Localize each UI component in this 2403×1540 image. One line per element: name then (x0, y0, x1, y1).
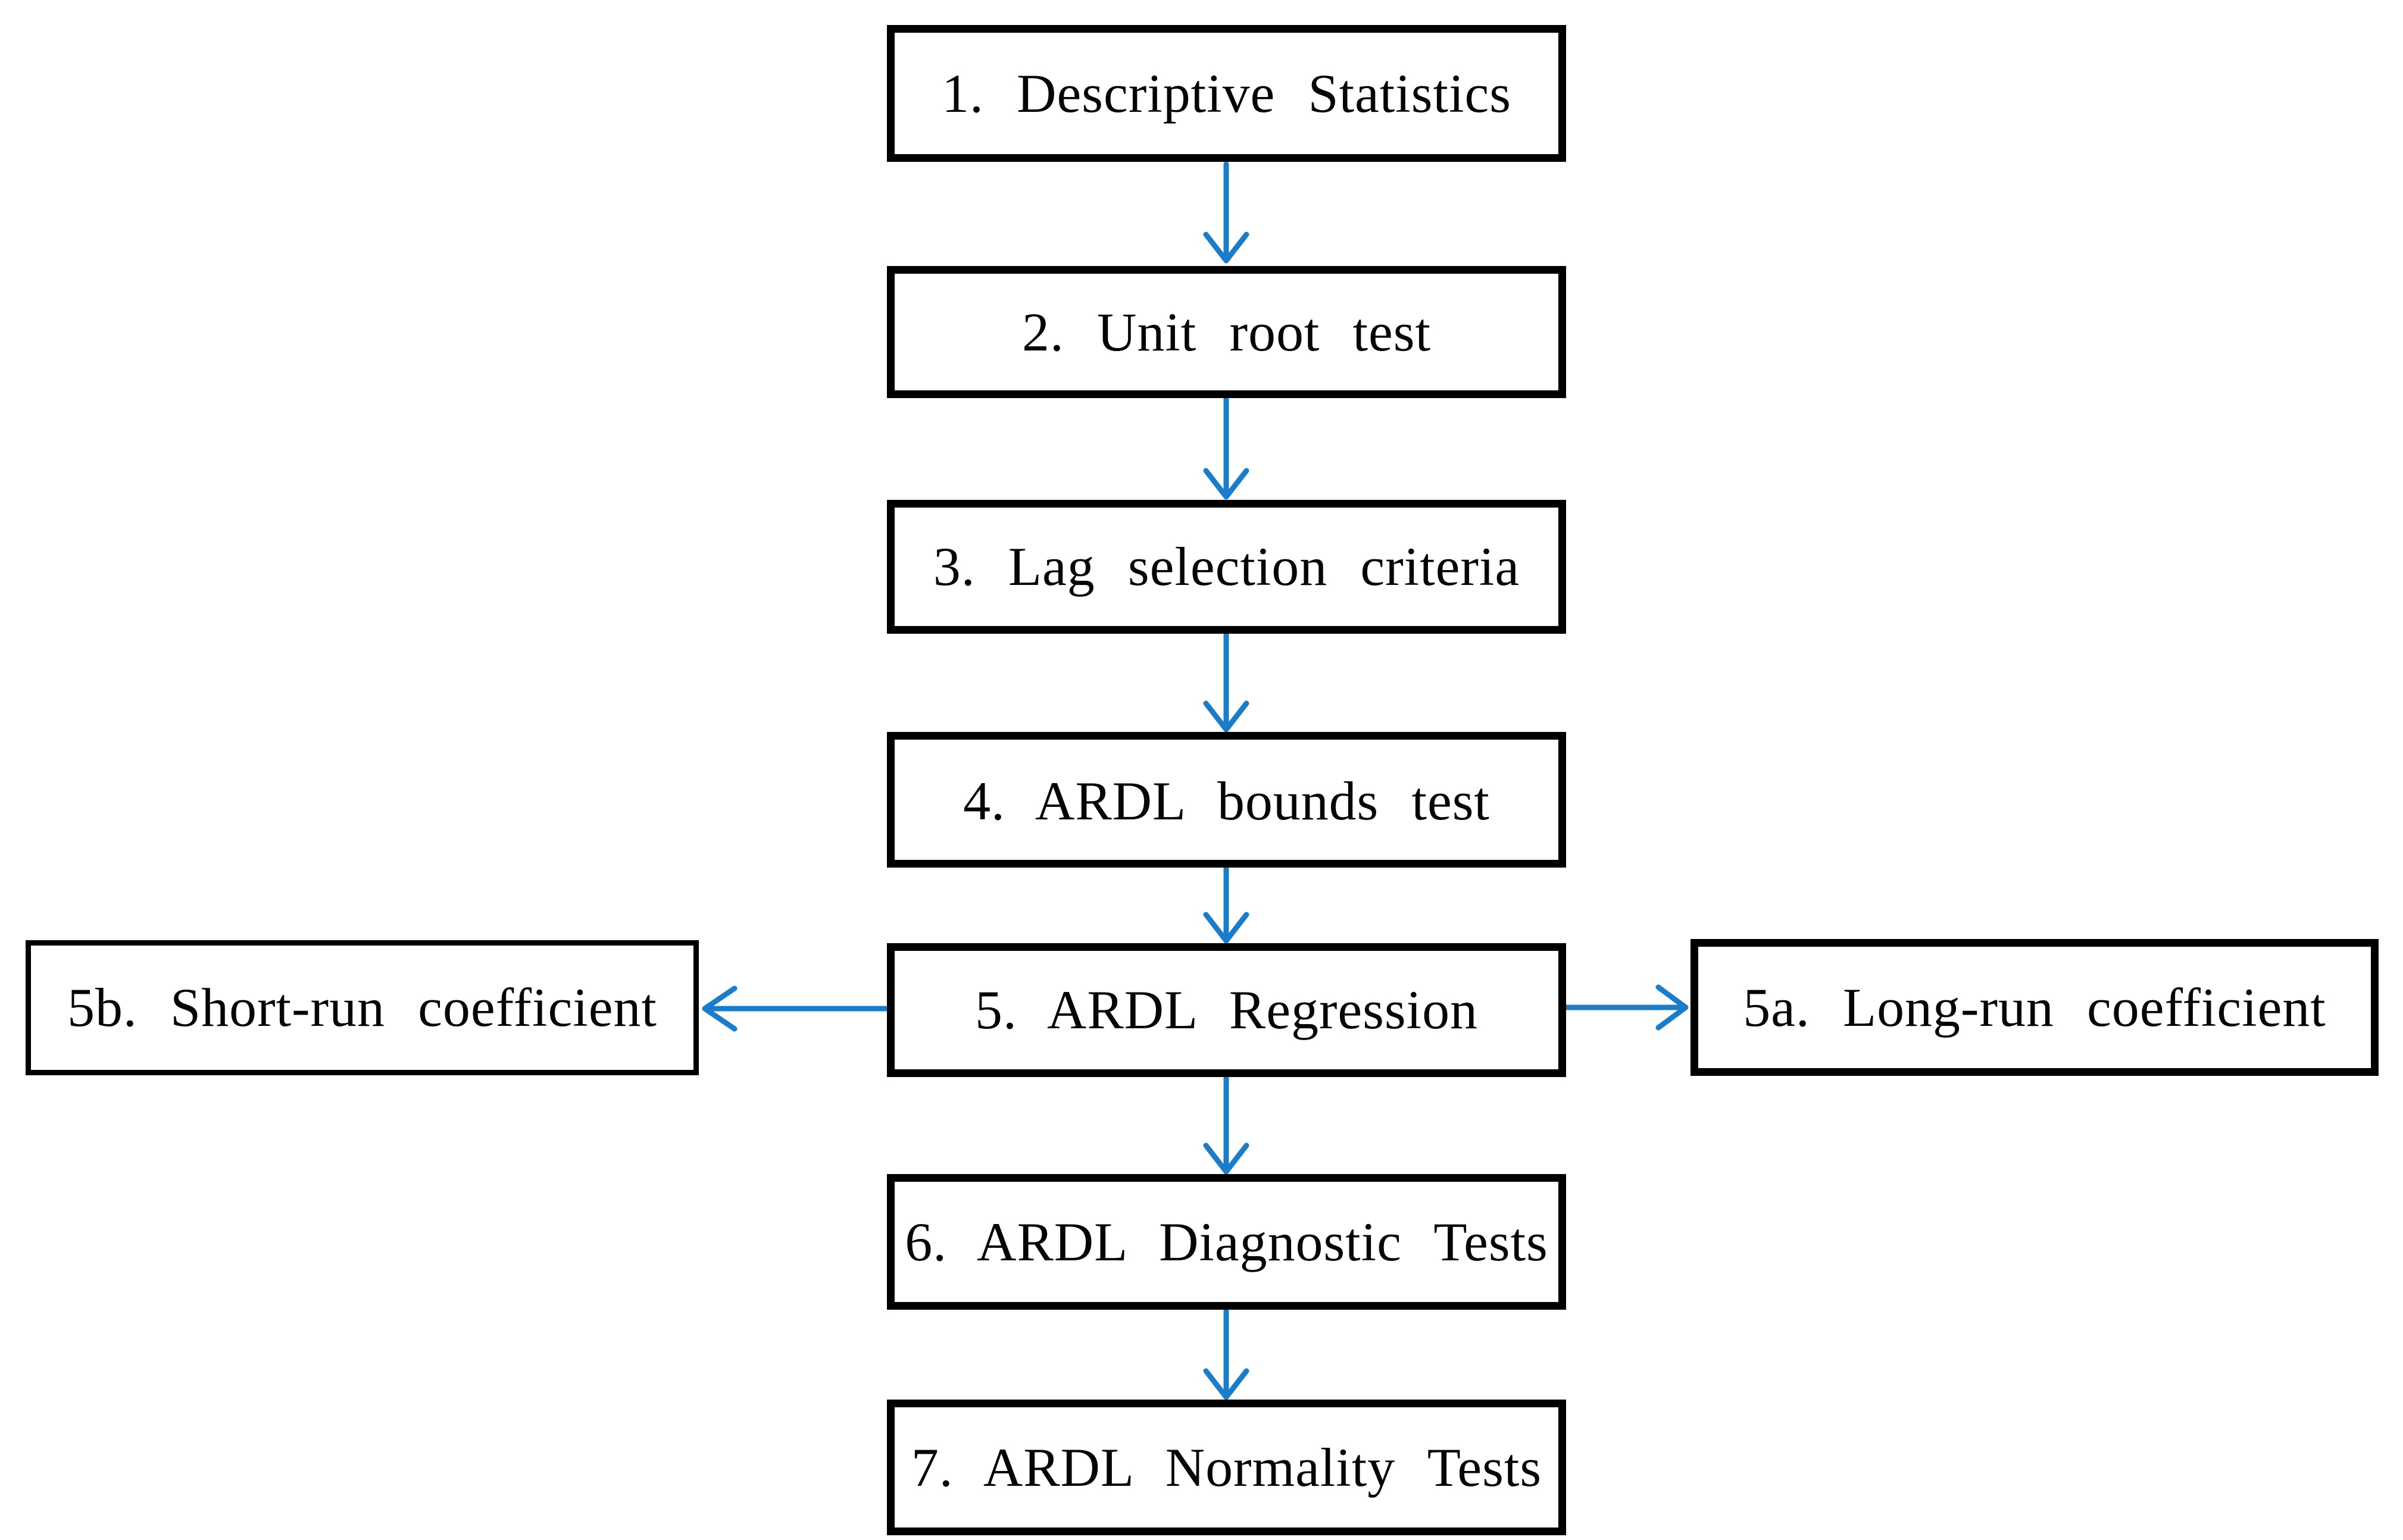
flow-box-ardl-normality-tests: 7. ARDL Normality Tests (887, 1400, 1566, 1535)
flow-box-lag-selection-criteria: 3. Lag selection criteria (887, 500, 1566, 634)
arrow-box1-to-box2 (1203, 161, 1249, 264)
flow-box-ardl-bounds-test: 4. ARDL bounds test (887, 732, 1566, 868)
flow-box-short-run-coefficient: 5b. Short-run coefficient (26, 940, 699, 1075)
flow-box-label: 2. Unit root test (1022, 301, 1431, 362)
arrow-box2-to-box3 (1203, 396, 1249, 500)
flow-box-label: 6. ARDL Diagnostic Tests (905, 1211, 1548, 1272)
flow-box-label: 3. Lag selection criteria (933, 536, 1520, 597)
flow-box-label: 4. ARDL bounds test (963, 771, 1490, 831)
flow-box-long-run-coefficient: 5a. Long-run coefficient (1690, 939, 2379, 1076)
arrow-box5-to-box5a (1564, 984, 1689, 1031)
flow-box-ardl-regression: 5. ARDL Regression (887, 943, 1566, 1077)
flow-box-label: 7. ARDL Normality Tests (911, 1436, 1542, 1498)
flow-box-label: 1. Descriptive Statistics (942, 62, 1511, 124)
flow-box-descriptive-statistics: 1. Descriptive Statistics (887, 25, 1566, 162)
flow-box-label: 5a. Long-run coefficient (1743, 976, 2326, 1038)
arrow-box5-to-box6 (1203, 1075, 1249, 1175)
flow-box-unit-root-test: 2. Unit root test (887, 266, 1566, 398)
flow-box-ardl-diagnostic-tests: 6. ARDL Diagnostic Tests (887, 1174, 1566, 1310)
arrow-box5-to-box5b (702, 985, 889, 1032)
arrow-box3-to-box4 (1203, 632, 1249, 733)
flow-box-label: 5. ARDL Regression (975, 979, 1478, 1040)
arrow-box4-to-box5 (1203, 866, 1249, 944)
arrow-box6-to-box7 (1203, 1308, 1249, 1400)
flow-box-label: 5b. Short-run coefficient (67, 977, 657, 1038)
